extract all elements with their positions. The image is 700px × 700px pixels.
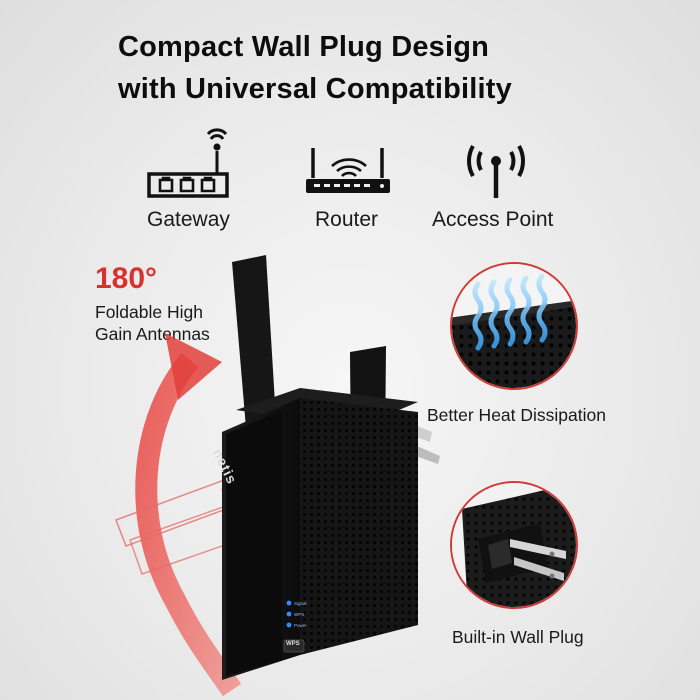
rotation-degrees: 180° — [95, 262, 158, 295]
led-label-signal: Signal — [294, 601, 307, 606]
wall-plug-label: Built-in Wall Plug — [452, 627, 584, 647]
antenna-description: Foldable High Gain Antennas — [95, 301, 210, 345]
antenna-line-1: Foldable High — [95, 302, 203, 322]
heat-dissipation-label: Better Heat Dissipation — [427, 405, 606, 425]
wall-plug-callout — [448, 479, 580, 611]
wps-button: WPS — [286, 641, 300, 647]
access-point-icon — [462, 140, 530, 202]
router-label: Router — [315, 208, 379, 231]
heat-dissipation-callout — [448, 260, 580, 392]
antenna-line-2: Gain Antennas — [95, 324, 210, 344]
router-icon — [304, 146, 394, 198]
led-label-wps: WPS — [294, 612, 305, 617]
access-point-label: Access Point — [432, 208, 554, 231]
led-labels: Signal WPS Power — [294, 598, 307, 631]
title-line-1: Compact Wall Plug Design — [118, 31, 490, 63]
gateway-label: Gateway — [147, 208, 230, 231]
gateway-icon — [146, 122, 230, 200]
page-title: Compact Wall Plug Design with Universal … — [118, 26, 512, 110]
title-line-2: with Universal Compatibility — [118, 73, 512, 105]
led-label-power: Power — [294, 623, 307, 628]
